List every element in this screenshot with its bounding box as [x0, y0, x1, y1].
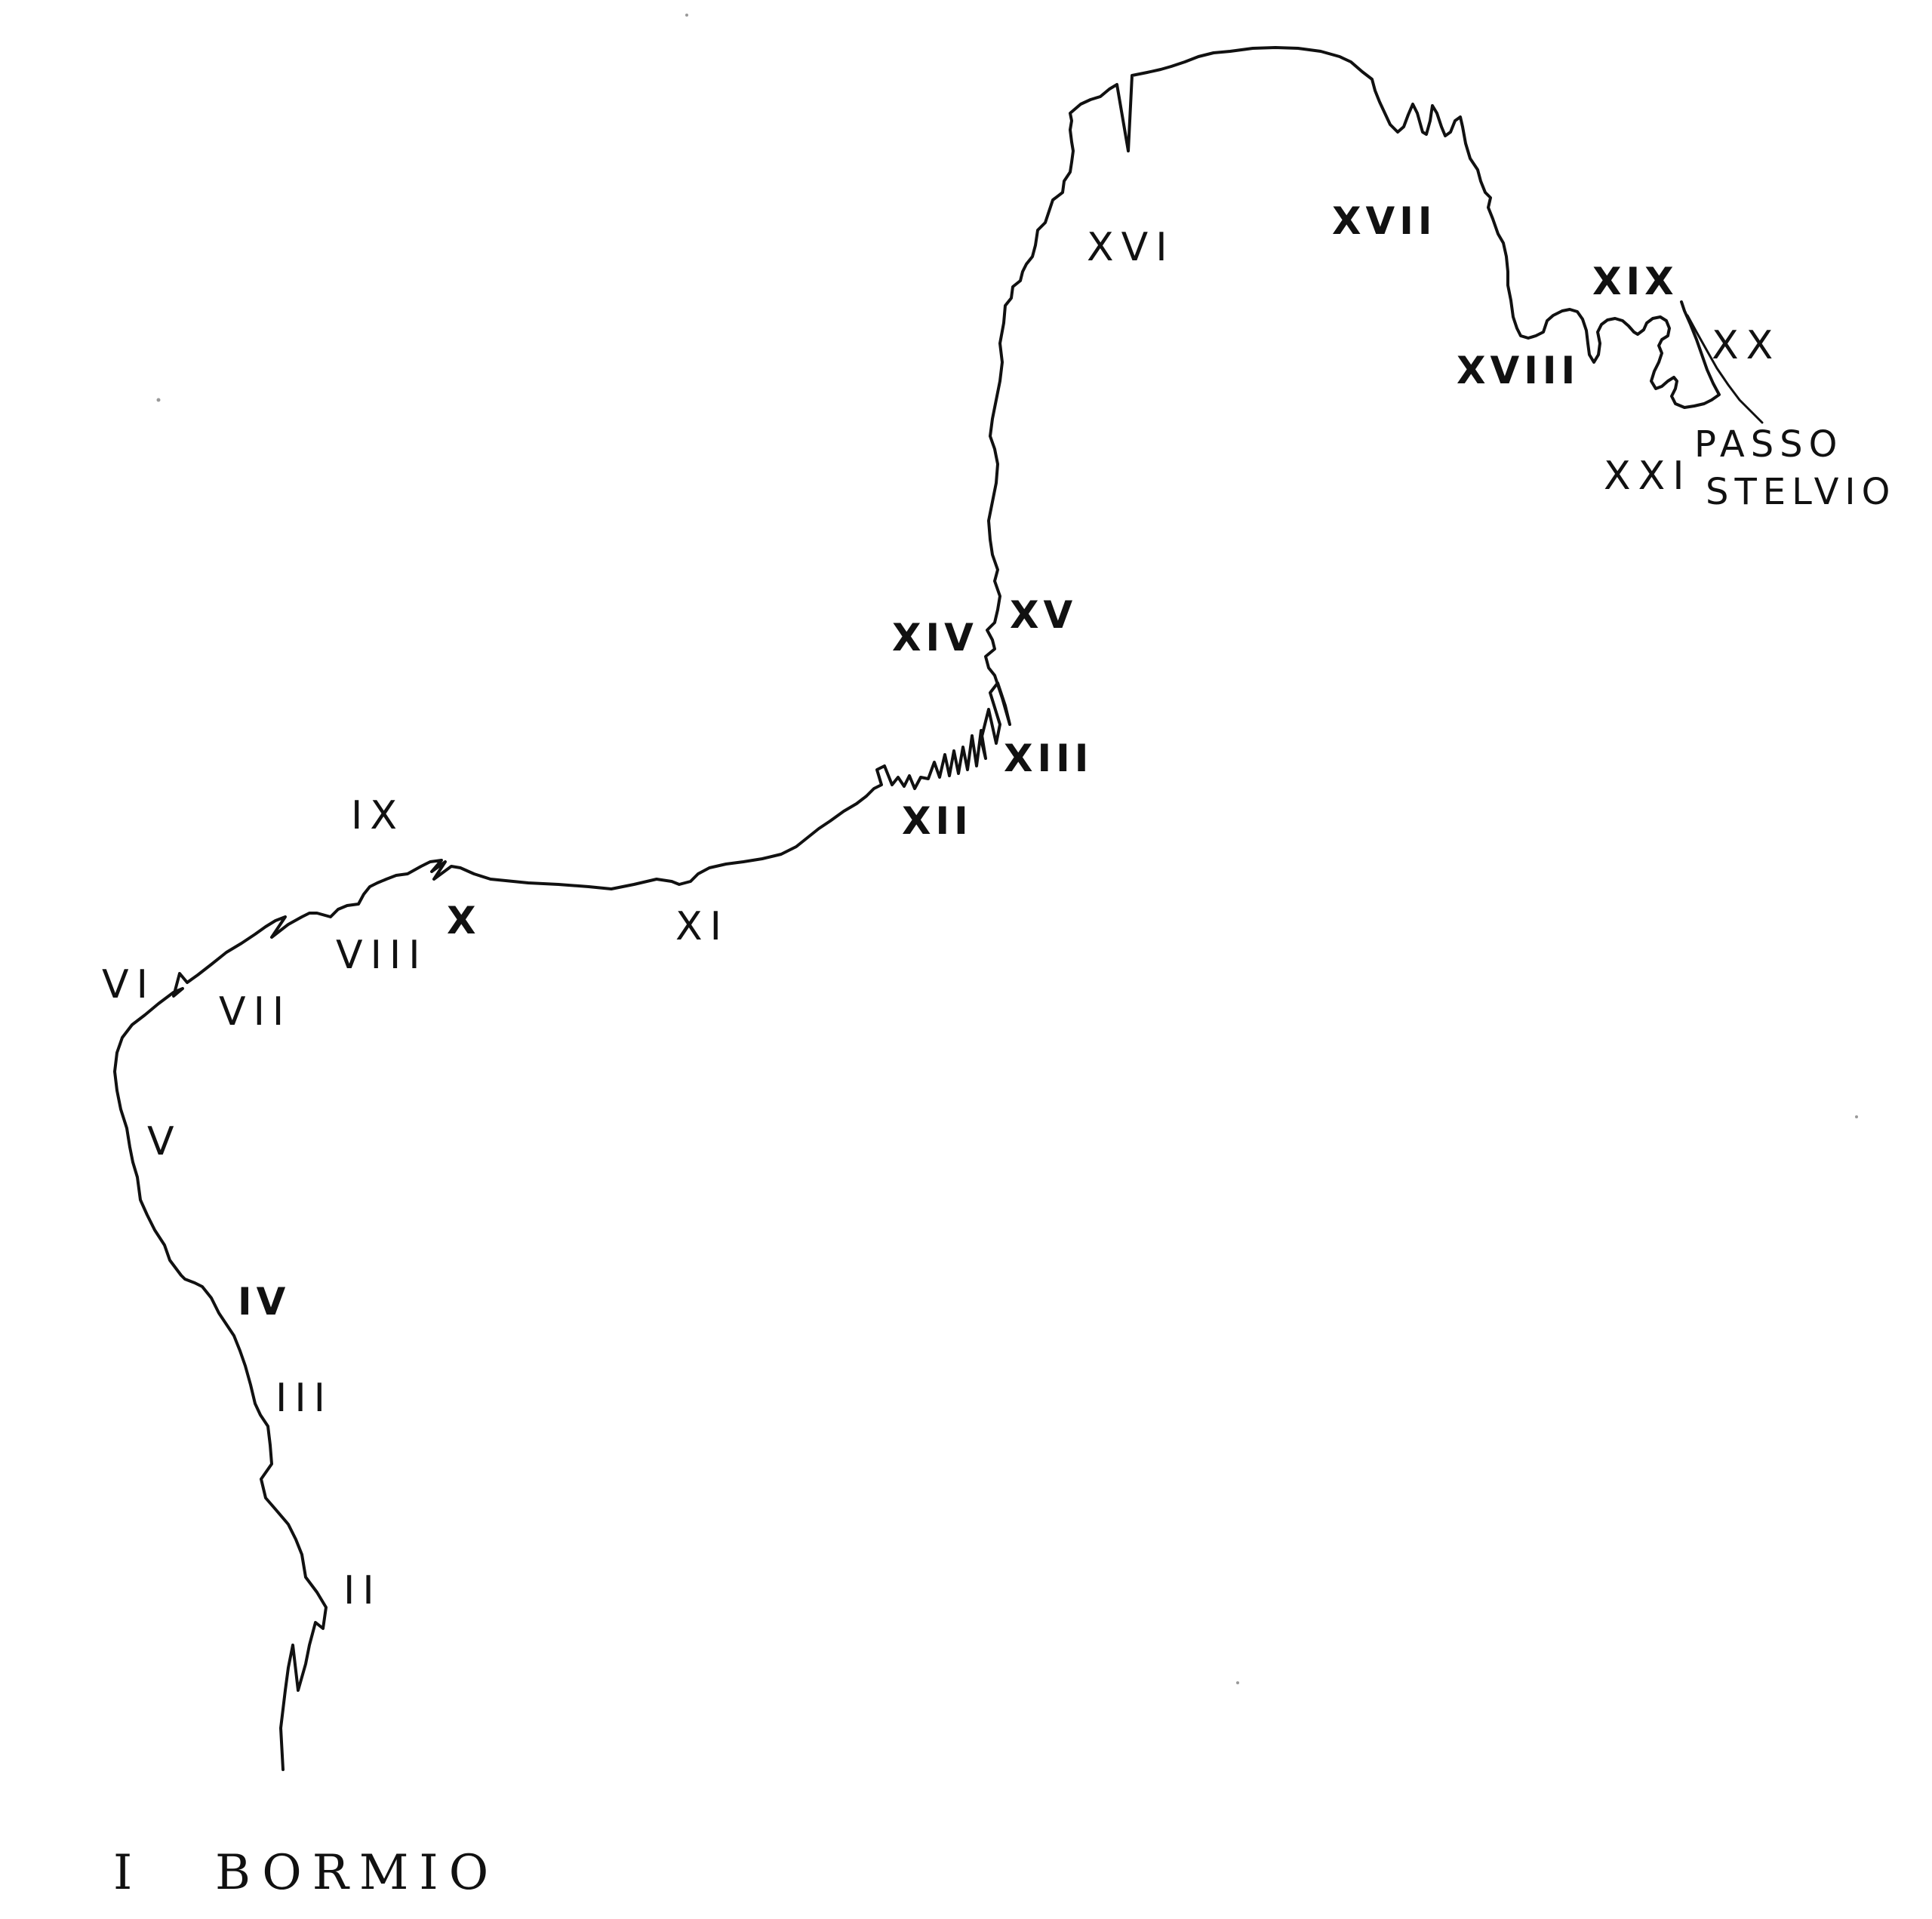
- hairpin-label-v: V: [147, 1119, 182, 1164]
- hairpin-label-ix: IX: [351, 793, 405, 838]
- hairpin-label-vii: VII: [219, 989, 291, 1035]
- hairpin-label-xvii: XVII: [1332, 199, 1436, 243]
- hairpin-label-viii: VIII: [336, 933, 428, 978]
- hairpin-label-x: X: [447, 899, 481, 943]
- hairpin-label-xvi: XVI: [1087, 225, 1175, 270]
- paper-speck: [156, 398, 161, 402]
- hairpin-label-xviii: XVIII: [1457, 349, 1580, 392]
- road-line: [113, 46, 1721, 1771]
- hairpin-label-vi: VI: [102, 962, 155, 1007]
- hairpin-label-ii: II: [343, 1568, 382, 1613]
- hairpin-label-xxi: XXI: [1604, 454, 1692, 499]
- hairpin-label-xx: XX: [1712, 323, 1780, 368]
- hairpin-label-xv: XV: [1010, 593, 1077, 637]
- end-place-label-line1: PASSO: [1694, 423, 1843, 466]
- hairpin-label-xii: XII: [902, 799, 973, 843]
- hairpin-label-iii: III: [275, 1376, 333, 1421]
- hairpin-label-i: I: [113, 1845, 143, 1901]
- paper-speck: [1855, 1115, 1858, 1118]
- paper-speck: [1236, 1681, 1239, 1684]
- hairpin-label-xiv: XIV: [892, 616, 978, 660]
- paper-speck: [685, 14, 688, 17]
- hairpin-label-xiii: XIII: [1004, 737, 1093, 780]
- hairpin-label-iv: IV: [238, 1280, 290, 1324]
- road-final-segment: [1686, 314, 1764, 424]
- start-place-label: BORMIO: [215, 1845, 499, 1901]
- hairpin-label-xi: XI: [675, 904, 729, 949]
- hairpin-label-xix: XIX: [1592, 260, 1678, 303]
- end-place-label-line2: STELVIO: [1706, 471, 1896, 513]
